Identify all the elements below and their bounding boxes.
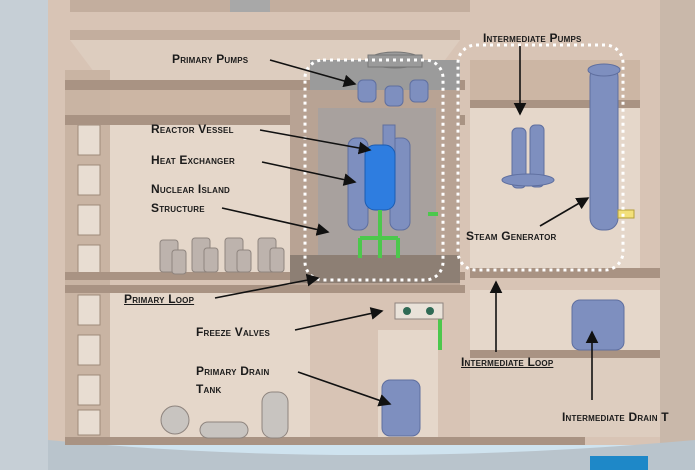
- stair-flights: [77, 124, 101, 436]
- arrow-primary-pumps: [269, 59, 357, 88]
- outer-containment-left: [0, 0, 70, 470]
- label-steam-generator: Steam Generator: [466, 229, 557, 243]
- auxiliary-equipment: [160, 391, 289, 439]
- intermediate-callout-outline: [456, 43, 625, 272]
- label-primary-loop: Primary Loop: [124, 292, 195, 306]
- ground: [48, 440, 695, 470]
- arrow-freeze-valves: [294, 307, 384, 331]
- storage-tanks: [159, 237, 285, 275]
- label-intermediate-drain: Intermediate Drain T: [562, 410, 669, 424]
- label-reactor-vessel: Reactor Vessel: [151, 122, 234, 136]
- upper-room: [110, 90, 310, 115]
- right-floor-1: [470, 100, 640, 108]
- label-primary-pumps: Primary Pumps: [172, 52, 249, 66]
- arrow-primary-drain: [297, 371, 392, 407]
- intermediate-drain-tank: [571, 299, 625, 351]
- leader-arrows: [214, 46, 599, 407]
- right-lower-room: [470, 290, 660, 350]
- label-intermediate-loop: Intermediate Loop: [461, 355, 554, 369]
- arrow-nuclear-island: [221, 207, 330, 236]
- reactor-vessel-assembly: [347, 124, 411, 231]
- label-heat-exchanger: Heat Exchanger: [151, 153, 235, 167]
- building-right-wall: [660, 0, 695, 445]
- upper-slab: [70, 30, 460, 40]
- intermediate-pumps: [501, 124, 555, 189]
- steam-generator: [587, 63, 635, 231]
- corner-logo: [590, 456, 648, 470]
- crane-hook: [230, 0, 270, 12]
- arrow-primary-loop: [214, 273, 320, 299]
- arrow-steam-generator: [539, 197, 590, 227]
- primary-drain-tank: [381, 379, 421, 437]
- right-floor-3: [470, 350, 660, 358]
- arrow-heat-exchanger: [261, 161, 357, 186]
- reactor-vessel: [364, 144, 396, 211]
- right-basement: [470, 358, 660, 437]
- label-freeze-valves: Freeze Valves: [196, 325, 271, 339]
- label-primary-drain-1: Primary Drain: [196, 364, 270, 378]
- right-floor-2: [470, 268, 660, 278]
- label-nuclear-island-2: Structure: [151, 201, 205, 215]
- arrow-reactor-vessel: [259, 129, 372, 155]
- primary-callout-outline: [303, 58, 445, 282]
- label-nuclear-island-1: Nuclear Island: [151, 182, 231, 196]
- freeze-valves: [394, 302, 444, 320]
- label-primary-drain-2: Tank: [196, 382, 222, 396]
- label-intermediate-pumps: Intermediate Pumps: [483, 31, 582, 45]
